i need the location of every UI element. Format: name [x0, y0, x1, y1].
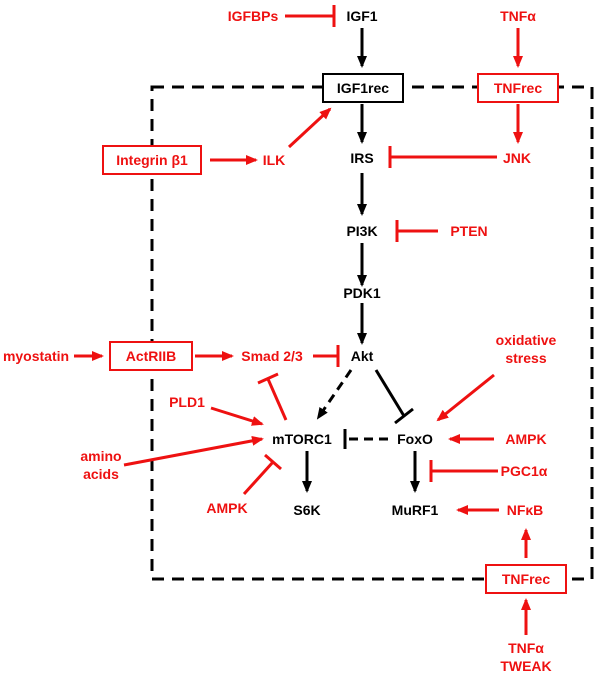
tnfrec-top-box: [477, 73, 559, 103]
integrin-box: [102, 145, 202, 175]
node-smad: Smad 2/3: [241, 348, 303, 364]
node-tnfrec-bottom: TNFrec: [502, 571, 550, 587]
node-s6k: S6K: [293, 502, 320, 518]
node-oxidative-line1: oxidative: [496, 332, 557, 348]
igf1rec-box: [322, 73, 404, 103]
node-jnk: JNK: [503, 150, 531, 166]
node-irs: IRS: [350, 150, 373, 166]
node-amino-line1: amino: [80, 448, 121, 464]
node-igf1rec: IGF1rec: [337, 80, 389, 96]
arrow-ilk-to-igf1rec: [287, 107, 332, 149]
node-foxo: FoxO: [397, 431, 433, 447]
node-tweak: TWEAK: [500, 658, 551, 674]
node-igfbps: IGFBPs: [228, 8, 279, 24]
node-pi3k: PI3K: [346, 223, 377, 239]
arrow-akt-to-mtorc1: [316, 369, 353, 420]
node-tnfa-top: TNFα: [500, 8, 536, 24]
node-ilk: ILK: [263, 152, 286, 168]
node-integrin: Integrin β1: [116, 152, 188, 168]
node-oxidative-line2: stress: [505, 350, 546, 366]
node-myostatin: myostatin: [3, 348, 69, 364]
node-ampk-right: AMPK: [505, 431, 546, 447]
node-pten: PTEN: [450, 223, 487, 239]
actriib-box: [109, 341, 193, 371]
inhibit-ampk-mtorc1: [242, 460, 275, 496]
node-akt: Akt: [351, 348, 374, 364]
node-ampk-left: AMPK: [206, 500, 247, 516]
node-mtorc1: mTORC1: [272, 431, 332, 447]
node-igf1: IGF1: [346, 8, 377, 24]
arrow-amino-to-mtorc1: [123, 435, 264, 467]
node-tnfrec-top: TNFrec: [494, 80, 542, 96]
node-pgc1a: PGC1α: [501, 463, 548, 479]
inhibit-ampk-mtorc1-bar: [264, 453, 282, 471]
inhibit-mtorc1-smad-bar: [257, 372, 279, 385]
node-amino-line2: acids: [83, 466, 119, 482]
node-actriib: ActRIIB: [126, 348, 177, 364]
node-nfkb: NFκB: [507, 502, 544, 518]
inhibit-mtorc1-smad: [266, 378, 288, 421]
inhibit-akt-foxo-bar: [394, 407, 414, 425]
node-pld1: PLD1: [169, 394, 205, 410]
arrow-pld1-to-mtorc1: [210, 406, 264, 426]
node-tnfa-bottom: TNFα: [508, 640, 544, 656]
arrow-oxidative-to-foxo: [436, 373, 495, 422]
tnfrec-bottom-box: [485, 564, 567, 594]
inhibit-akt-foxo: [374, 369, 406, 417]
node-murf1: MuRF1: [392, 502, 439, 518]
node-pdk1: PDK1: [343, 285, 381, 301]
